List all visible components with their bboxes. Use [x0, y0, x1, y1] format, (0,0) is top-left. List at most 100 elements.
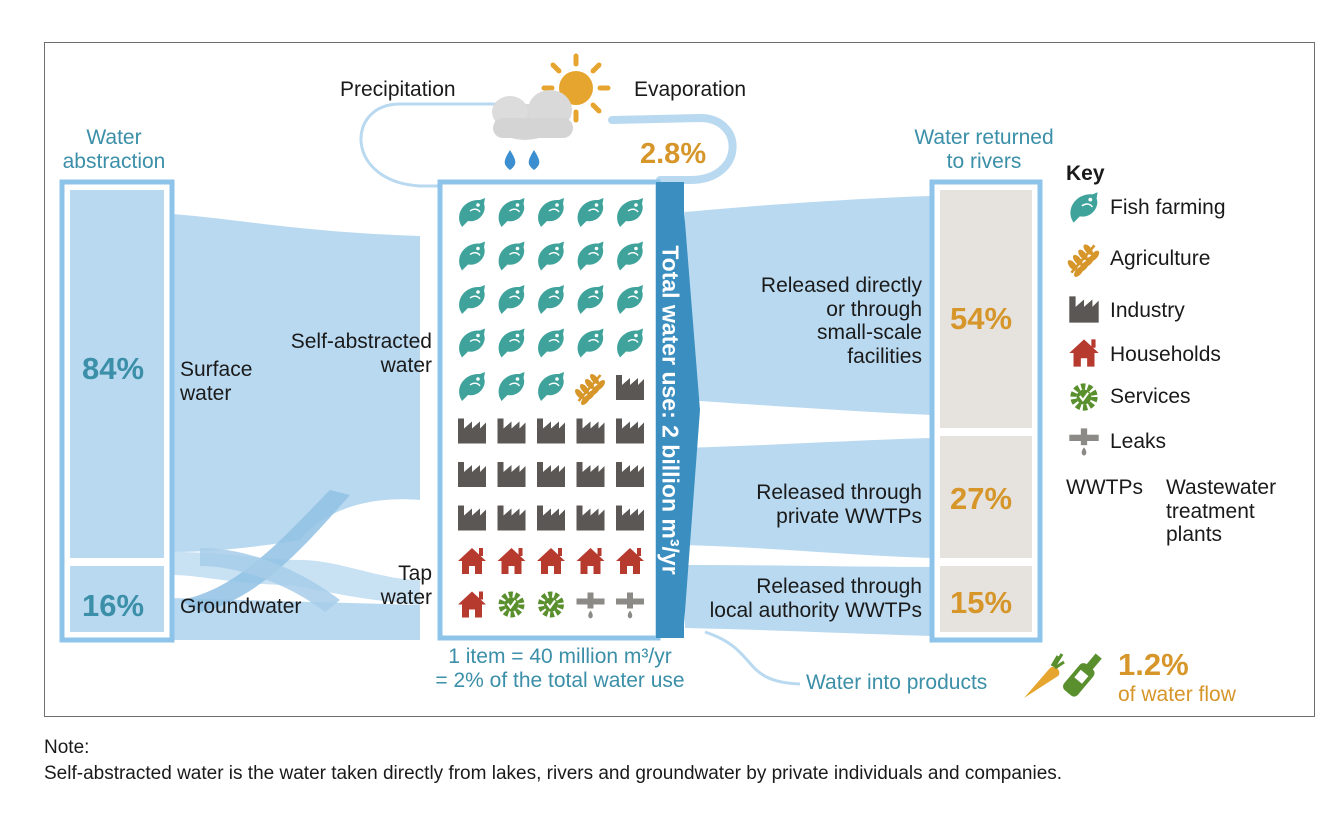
key-households-label: Households	[1110, 343, 1221, 366]
fish-icon	[498, 241, 525, 271]
services-icon	[1070, 383, 1098, 411]
industry-icon	[576, 418, 605, 444]
water-into-products-label: Water into products	[806, 671, 988, 694]
local-wwtp-label: Released through local authority WWTPs	[709, 575, 922, 622]
fish-icon	[577, 285, 604, 314]
self-abstracted-label: Self-abstracted water	[290, 330, 432, 377]
industry-icon	[497, 418, 526, 444]
products-flow-line	[704, 630, 801, 686]
fish-icon	[538, 285, 564, 314]
returned-bar	[929, 179, 1043, 643]
crossing-strand-2	[200, 548, 340, 612]
household-icon	[576, 548, 605, 574]
industry-icon	[616, 375, 644, 400]
industry-icon	[1069, 296, 1099, 323]
key-fish-label: Fish farming	[1110, 196, 1226, 219]
fish-icon	[498, 372, 525, 401]
industry-icon	[458, 505, 486, 531]
cloud-icon	[492, 90, 573, 140]
fish-icon	[617, 285, 643, 314]
products-percent: 1.2%	[1118, 647, 1189, 682]
household-icon	[458, 591, 486, 618]
key-industry-label: Industry	[1110, 299, 1185, 322]
fish-icon	[459, 328, 485, 358]
key-wwtp-definition: Wastewater treatment plants	[1166, 476, 1277, 547]
private-wwtp-label: Released through private WWTPs	[756, 481, 922, 528]
agriculture-icon	[575, 374, 605, 405]
industry-icon	[497, 462, 526, 487]
tap-water-label: Tap water	[380, 562, 432, 609]
services-icon	[538, 591, 564, 618]
key-agriculture-label: Agriculture	[1110, 247, 1211, 270]
raindrop-icon	[504, 150, 540, 170]
fish-icon	[617, 241, 643, 271]
leaks-icon	[616, 592, 644, 619]
note-text: Self-abstracted water is the water taken…	[44, 762, 1063, 784]
local-wwtp-percent: 15%	[950, 585, 1013, 620]
abstraction-bar	[59, 179, 175, 643]
evaporation-percent: 2.8%	[640, 138, 707, 170]
direct-release-label: Released directly or through small-scale…	[760, 274, 922, 368]
industry-icon	[537, 462, 565, 487]
industry-icon	[576, 462, 605, 487]
industry-icon	[458, 462, 486, 487]
total-water-use-label: Total water use: 2 billion m³/yr	[657, 245, 684, 575]
fish-icon	[577, 328, 604, 358]
local-wwtp-band	[685, 565, 932, 636]
note-title: Note:	[44, 737, 90, 758]
fish-icon	[498, 328, 525, 358]
household-icon	[616, 548, 644, 574]
fish-icon	[538, 198, 564, 227]
fish-icon	[459, 241, 485, 271]
key-title: Key	[1066, 162, 1105, 185]
industry-icon	[497, 505, 526, 531]
carrot-icon	[1024, 653, 1065, 698]
fish-icon	[459, 285, 485, 314]
precipitation-label: Precipitation	[340, 78, 456, 101]
leaks-icon	[1069, 428, 1099, 456]
industry-icon	[537, 418, 565, 444]
key-icons	[1067, 192, 1100, 456]
diagram-frame	[44, 42, 1315, 717]
fish-icon	[1070, 192, 1098, 223]
footnote: Note: Self-abstracted water is the water…	[44, 735, 1062, 786]
key-leaks-label: Leaks	[1110, 430, 1167, 453]
key-services-label: Services	[1110, 385, 1191, 408]
fish-icon	[538, 328, 564, 358]
total-use-arrow	[656, 182, 700, 638]
icon-grid	[458, 198, 644, 619]
fish-icon	[459, 372, 485, 401]
direct-release-band	[685, 196, 932, 415]
groundwater-label: Groundwater	[180, 595, 302, 618]
leaks-icon	[576, 592, 605, 619]
key-wwtp-abbr: WWTPs	[1066, 476, 1143, 499]
household-icon	[537, 548, 565, 574]
household-icon	[497, 548, 526, 574]
industry-icon	[537, 505, 565, 531]
household-icon	[1069, 339, 1099, 367]
direct-release-percent: 54%	[950, 301, 1013, 336]
fish-icon	[538, 241, 564, 271]
groundwater-flow-band	[172, 598, 420, 640]
item-scale-note: 1 item = 40 million m³/yr = 2% of the to…	[435, 645, 685, 692]
private-wwtp-band	[685, 438, 932, 558]
agriculture-icon	[1067, 244, 1100, 277]
precipitation-arc	[359, 102, 500, 188]
surface-percent: 84%	[82, 351, 145, 386]
fish-icon	[617, 198, 643, 227]
products-sub-label: of water flow	[1118, 683, 1236, 706]
evaporation-label: Evaporation	[634, 78, 747, 101]
industry-icon	[616, 505, 644, 531]
surface-water-label: Surface water	[180, 358, 253, 405]
bottle-icon	[1063, 653, 1102, 697]
groundwater-percent: 16%	[82, 588, 145, 623]
fish-icon	[538, 372, 564, 401]
fish-icon	[459, 198, 485, 227]
flow-bands	[172, 196, 932, 686]
crossing-strand-1	[180, 490, 350, 612]
fish-icon	[498, 198, 525, 227]
private-wwtp-percent: 27%	[950, 481, 1013, 516]
industry-icon	[616, 418, 644, 444]
abstraction-title: Water abstraction	[62, 126, 166, 173]
